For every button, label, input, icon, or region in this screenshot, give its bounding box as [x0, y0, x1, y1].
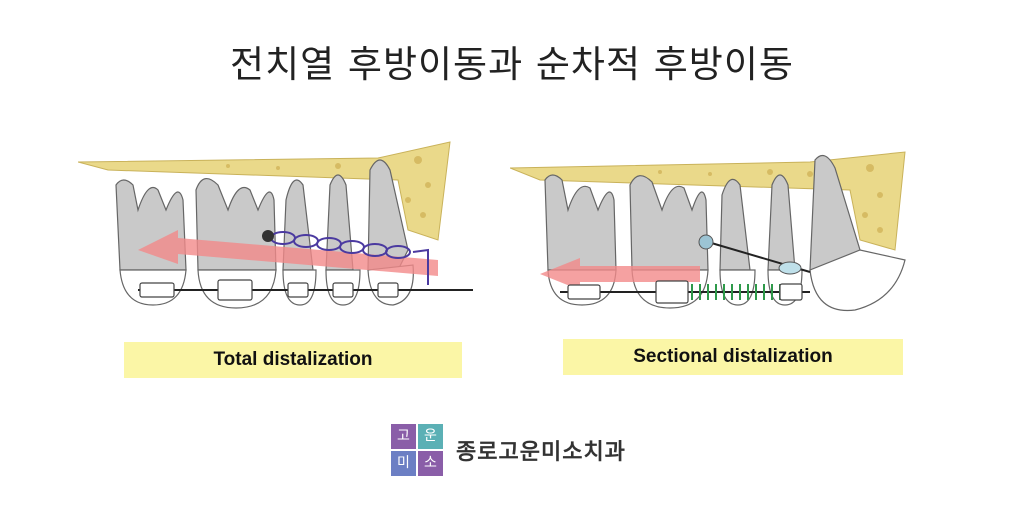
clinic-logo: 고 운 미 소 [391, 424, 443, 476]
brackets [139, 279, 399, 301]
attachment [778, 261, 802, 275]
caption-total-distalization: Total distalization [124, 342, 462, 378]
brackets [567, 280, 803, 304]
coil-spring [691, 284, 781, 300]
logo-cell-1: 고 [391, 424, 416, 449]
caption-sectional-distalization: Sectional distalization [563, 339, 903, 375]
total-distalization-illustration [78, 140, 478, 320]
elastic-chain [270, 231, 429, 285]
logo-cell-4: 소 [418, 451, 443, 476]
teeth [544, 154, 861, 271]
logo-cell-2: 운 [418, 424, 443, 449]
mini-screw [698, 234, 714, 250]
logo-cell-3: 미 [391, 451, 416, 476]
mini-screw [262, 230, 274, 242]
distal-arrow [138, 230, 438, 276]
sectional-distalization-illustration [510, 140, 910, 320]
clinic-name: 종로고운미소치과 [456, 440, 626, 465]
page-title: 전치열 후방이동과 순차적 후방이동 [230, 43, 794, 86]
bone [78, 141, 451, 241]
bone-pattern [658, 164, 883, 233]
